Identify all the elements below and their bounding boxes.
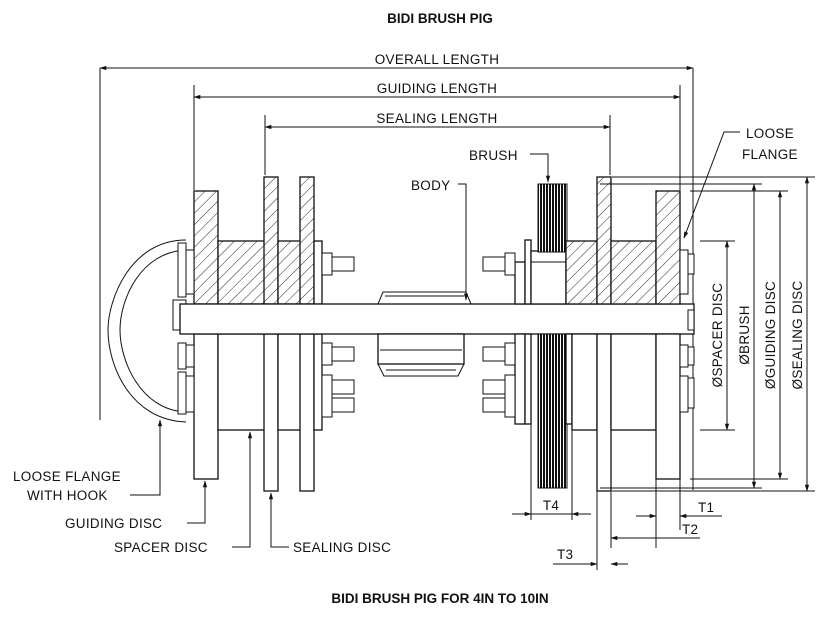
diameter-symbol: Ø	[790, 378, 805, 389]
body-shaft	[179, 291, 695, 377]
guiding-disc-label: GUIDING DISC	[65, 516, 162, 531]
loose-flange-hook-label-line2: WITH HOOK	[27, 488, 108, 503]
spacer-disc-diameter: ØSPACER DISC	[700, 240, 735, 431]
t1-label: T1	[698, 500, 714, 515]
drawing-title: BIDI BRUSH PIG	[387, 11, 493, 26]
sealing-disc-diameter: ØSEALING DISC	[612, 176, 815, 492]
guiding-length-label: GUIDING LENGTH	[377, 81, 497, 96]
sealing-length-label: SEALING LENGTH	[376, 111, 497, 126]
svg-text:ØSEALING DISC: ØSEALING DISC	[790, 281, 805, 390]
brush-diameter-label: BRUSH	[737, 305, 752, 354]
guiding-disc-callout: GUIDING DISC	[65, 480, 208, 531]
right-brush-assembly	[514, 183, 573, 489]
t1-dimension: T1	[636, 479, 722, 530]
overall-length-dimension: OVERALL LENGTH	[99, 52, 694, 490]
brush-label: BRUSH	[469, 148, 518, 163]
diameter-symbol: Ø	[710, 376, 725, 387]
t4-dimension: T4	[512, 424, 591, 520]
loose-flange-label-line1: LOOSE	[746, 126, 794, 141]
body-callout: BODY	[411, 178, 469, 301]
svg-text:ØBRUSH: ØBRUSH	[737, 305, 752, 365]
t3-label: T3	[557, 547, 573, 562]
guiding-disc-diameter: ØGUIDING DISC	[690, 190, 788, 480]
guiding-length-dimension: GUIDING LENGTH	[193, 81, 681, 190]
sealing-length-dimension: SEALING LENGTH	[264, 111, 611, 175]
loose-flange-label-line2: FLANGE	[742, 147, 798, 162]
sealing-disc-diameter-label: SEALING DISC	[790, 281, 805, 379]
diameter-symbol: Ø	[737, 354, 752, 365]
right-disc-stack	[565, 176, 681, 492]
left-disc-stack	[193, 176, 323, 492]
spacer-disc-diameter-label: SPACER DISC	[710, 283, 725, 377]
overall-length-label: OVERALL LENGTH	[375, 52, 500, 67]
loose-flange-hook-label-line1: LOOSE FLANGE	[13, 469, 121, 484]
t3-dimension: T3	[553, 547, 628, 567]
right-nuts	[679, 249, 695, 413]
spacer-disc-callout: SPACER DISC	[114, 431, 253, 555]
body-label: BODY	[411, 178, 450, 193]
diameter-symbol: Ø	[763, 378, 778, 389]
loose-flange-hook-callout: LOOSE FLANGE WITH HOOK	[13, 419, 163, 503]
left-bolts	[321, 252, 355, 418]
t2-dimension: T2	[596, 491, 700, 570]
sealing-disc-label: SEALING DISC	[293, 540, 391, 555]
brush-callout: BRUSH	[469, 148, 551, 183]
drawing-caption: BIDI BRUSH PIG FOR 4IN TO 10IN	[331, 591, 548, 606]
flange-hook	[107, 239, 187, 423]
svg-text:ØGUIDING DISC: ØGUIDING DISC	[763, 281, 778, 389]
t4-label: T4	[543, 498, 560, 513]
loose-flange-callout: LOOSE FLANGE	[683, 126, 798, 239]
svg-text:ØSPACER DISC: ØSPACER DISC	[710, 283, 725, 388]
sealing-disc-callout: SEALING DISC	[268, 492, 391, 555]
guiding-disc-diameter-label: GUIDING DISC	[763, 281, 778, 378]
spacer-disc-label: SPACER DISC	[114, 540, 208, 555]
left-nuts	[172, 242, 195, 415]
brush-diameter: ØBRUSH	[600, 183, 762, 489]
t2-label: T2	[682, 522, 698, 537]
right-bolts	[482, 252, 516, 418]
